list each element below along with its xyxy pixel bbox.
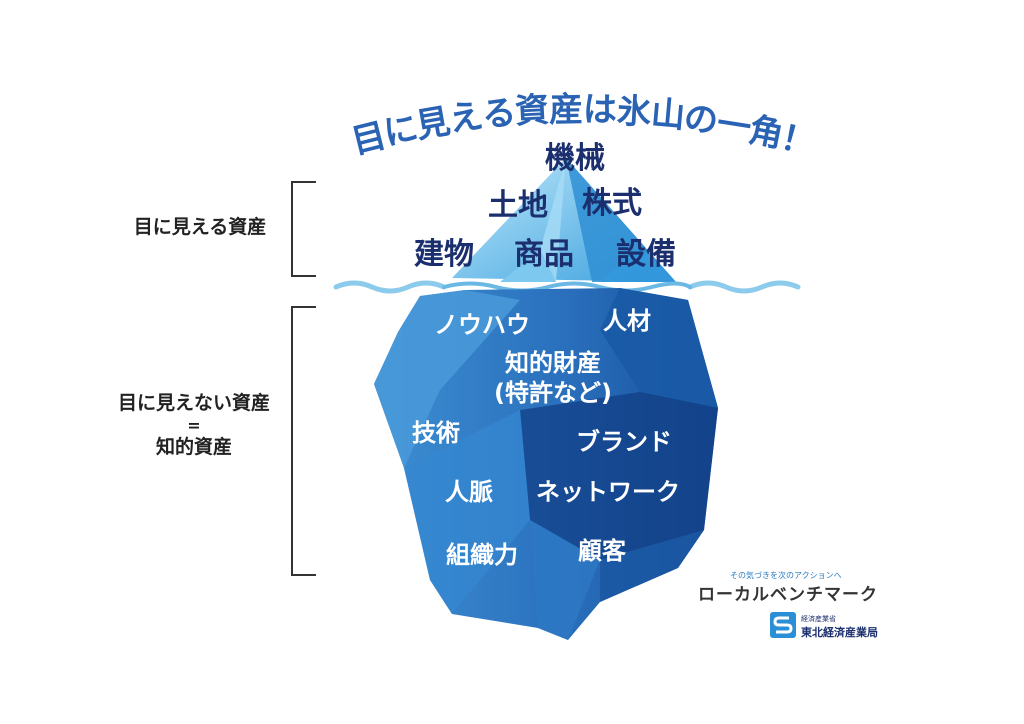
brand-tagline: その気づきを次のアクションへ (730, 571, 842, 580)
asset-talent: 人材 (603, 307, 651, 335)
asset-personal-network: 人脈 (445, 478, 493, 506)
asset-land: 土地 (488, 188, 548, 223)
water-surface (333, 280, 801, 294)
brand-logo-text: ローカルベンチマーク (698, 585, 878, 605)
bracket-visible (291, 181, 316, 277)
bracket-invisible (291, 306, 316, 576)
ministry-logo-icon (770, 612, 796, 638)
title-char: の (681, 98, 721, 142)
iceberg-body (374, 288, 718, 640)
asset-machinery: 機械 (545, 141, 605, 176)
title-char: る (480, 92, 518, 136)
asset-technology: 技術 (412, 419, 460, 447)
asset-stocks: 株式 (582, 186, 642, 221)
title-char: え (446, 95, 486, 141)
title-char: 資 (513, 90, 551, 132)
asset-organizational-power: 組織力 (446, 541, 518, 569)
asset-brand: ブランド (576, 428, 672, 456)
iceberg-tip (452, 158, 676, 282)
label-invisible-line3: 知的資産 (155, 435, 232, 458)
asset-equipment: 設備 (616, 237, 676, 272)
title-char: 産 (548, 89, 584, 131)
label-invisible-line1: 目に見えない資産 (117, 392, 270, 414)
asset-ip-line2: (特許など) (494, 379, 612, 407)
asset-goods: 商品 (514, 237, 574, 272)
asset-buildings: 建物 (414, 237, 474, 272)
asset-network: ネットワーク (536, 478, 680, 506)
label-invisible-assets: 目に見えない資産 = 知的資産 (96, 392, 292, 460)
title-char: 氷 (615, 91, 653, 133)
ministry-name-text: 東北経済産業局 (801, 626, 878, 639)
asset-intellectual-property: 知的財産 (特許など) (478, 348, 628, 408)
ministry-small-text: 経済産業省 (801, 615, 836, 623)
label-visible-assets: 目に見える資産 (133, 216, 267, 238)
asset-knowhow: ノウハウ (434, 311, 530, 339)
asset-ip-line1: 知的財産 (505, 349, 601, 377)
title-char: 山 (649, 93, 687, 137)
title-char: は (582, 89, 618, 131)
asset-customers: 顧客 (578, 537, 626, 565)
label-invisible-line2: = (187, 415, 201, 435)
